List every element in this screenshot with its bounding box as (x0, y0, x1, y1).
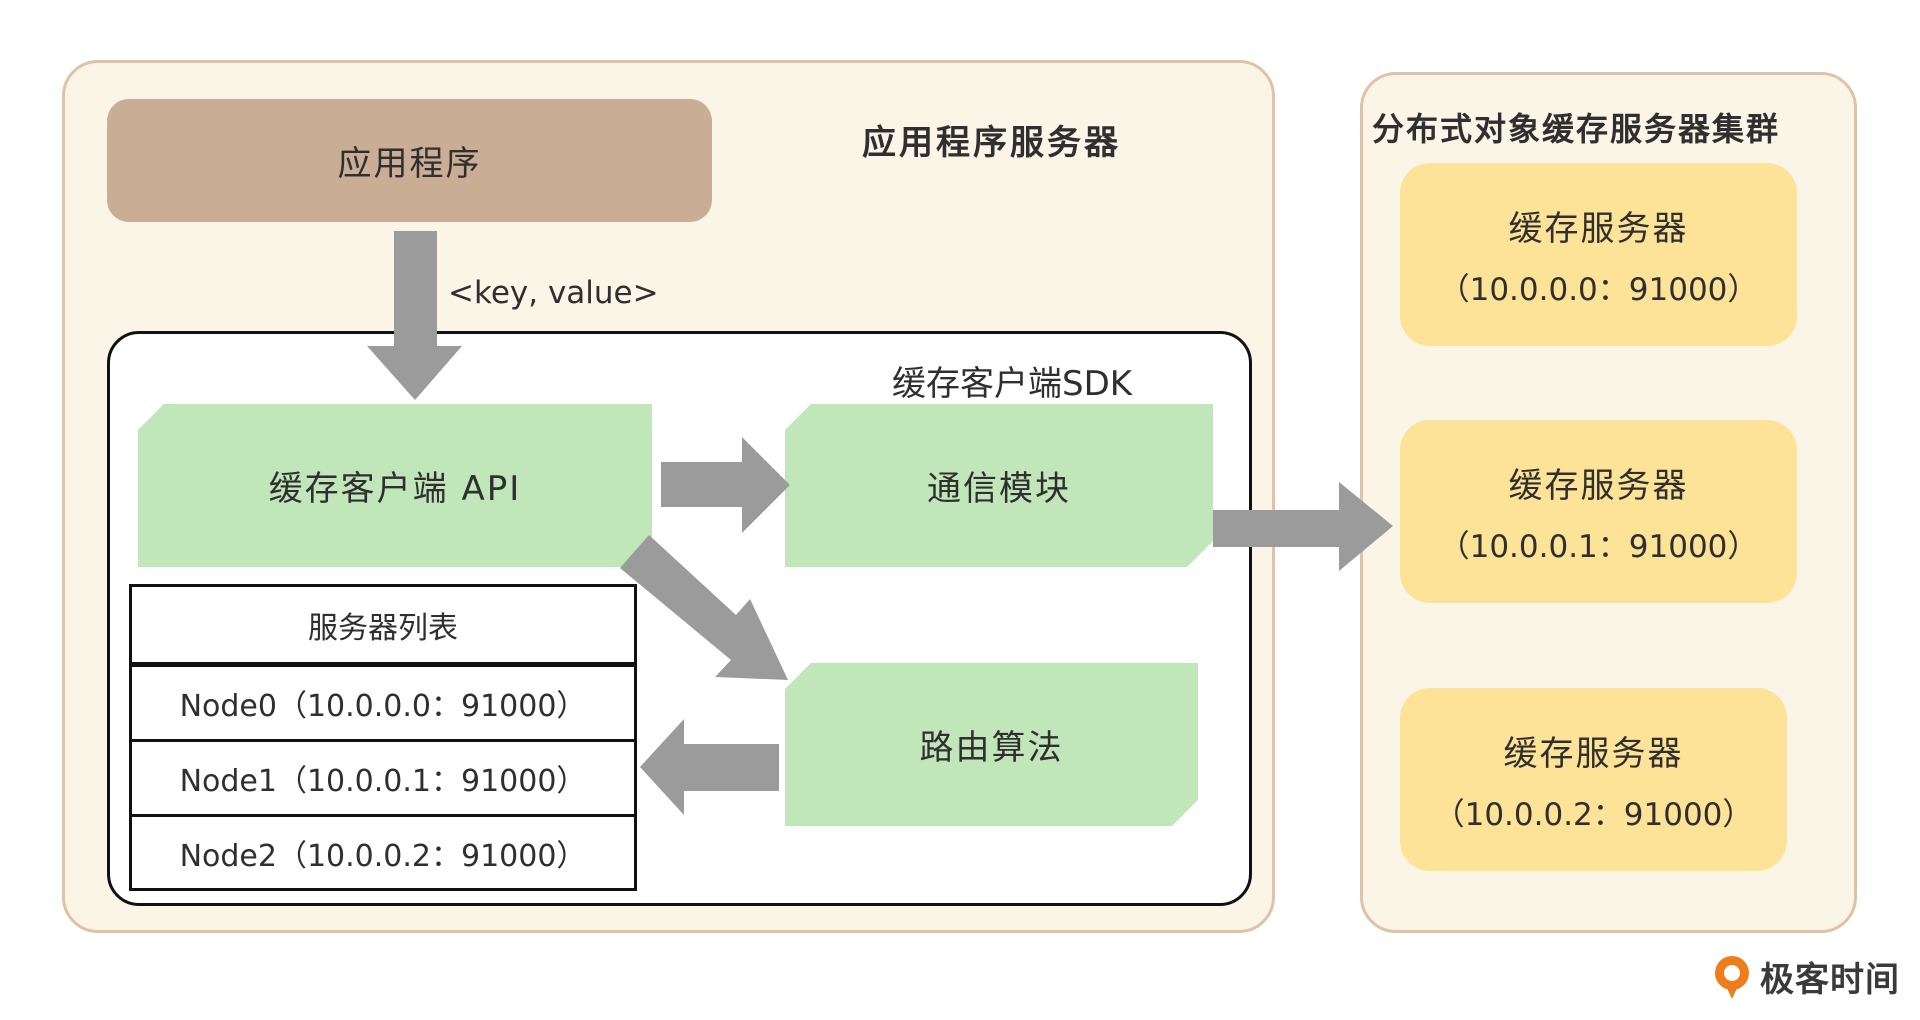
server-list-header-label: 服务器列表 (308, 610, 458, 646)
api-module-label: 缓存客户端 API (268, 469, 522, 509)
cache-server-address: （10.0.0.0：91000） (1438, 271, 1759, 308)
cache-server-name: 缓存服务器 (1503, 733, 1684, 774)
table-row: Node0（10.0.0.0：91000） (132, 662, 634, 739)
table-row: Node1（10.0.0.1：91000） (132, 739, 634, 814)
comm-module-label: 通信模块 (927, 469, 1071, 509)
application-box: 应用程序 (107, 99, 712, 222)
cluster-title: 分布式对象缓存服务器集群 (1372, 110, 1781, 148)
cache-server-address: （10.0.0.2：91000） (1433, 796, 1754, 833)
brand-name: 极客时间 (1760, 960, 1900, 1000)
cache-server-name: 缓存服务器 (1508, 465, 1689, 506)
cache-server-name: 缓存服务器 (1508, 208, 1689, 249)
server-row-text: Node0（10.0.0.0：91000） (179, 689, 587, 724)
cache-server-address: （10.0.0.1：91000） (1438, 528, 1759, 565)
cache-server-card: 缓存服务器 （10.0.0.0：91000） (1400, 163, 1797, 346)
server-row-text: Node2（10.0.0.2：91000） (179, 838, 587, 874)
application-server-title: 应用程序服务器 (862, 123, 1121, 163)
cache-server-card: 缓存服务器 （10.0.0.1：91000） (1400, 420, 1797, 603)
communication-module: 通信模块 (785, 404, 1213, 567)
geektime-logo-icon (1715, 955, 1749, 999)
cache-server-card: 缓存服务器 （10.0.0.2：91000） (1400, 688, 1787, 871)
brand-logo: 极客时间 (1712, 952, 1900, 1001)
key-value-label: <key, value> (448, 275, 659, 311)
server-list-table: 服务器列表 Node0（10.0.0.0：91000） Node1（10.0.0… (129, 584, 637, 891)
server-list-header: 服务器列表 (132, 587, 634, 662)
routing-module-label: 路由算法 (919, 728, 1064, 768)
cache-client-api-module: 缓存客户端 API (138, 404, 652, 567)
application-label: 应用程序 (337, 144, 482, 184)
sdk-title: 缓存客户端SDK (892, 364, 1133, 404)
server-row-text: Node1（10.0.0.1：91000） (179, 764, 587, 799)
table-row: Node2（10.0.0.2：91000） (132, 814, 634, 888)
routing-algorithm-module: 路由算法 (785, 663, 1198, 826)
